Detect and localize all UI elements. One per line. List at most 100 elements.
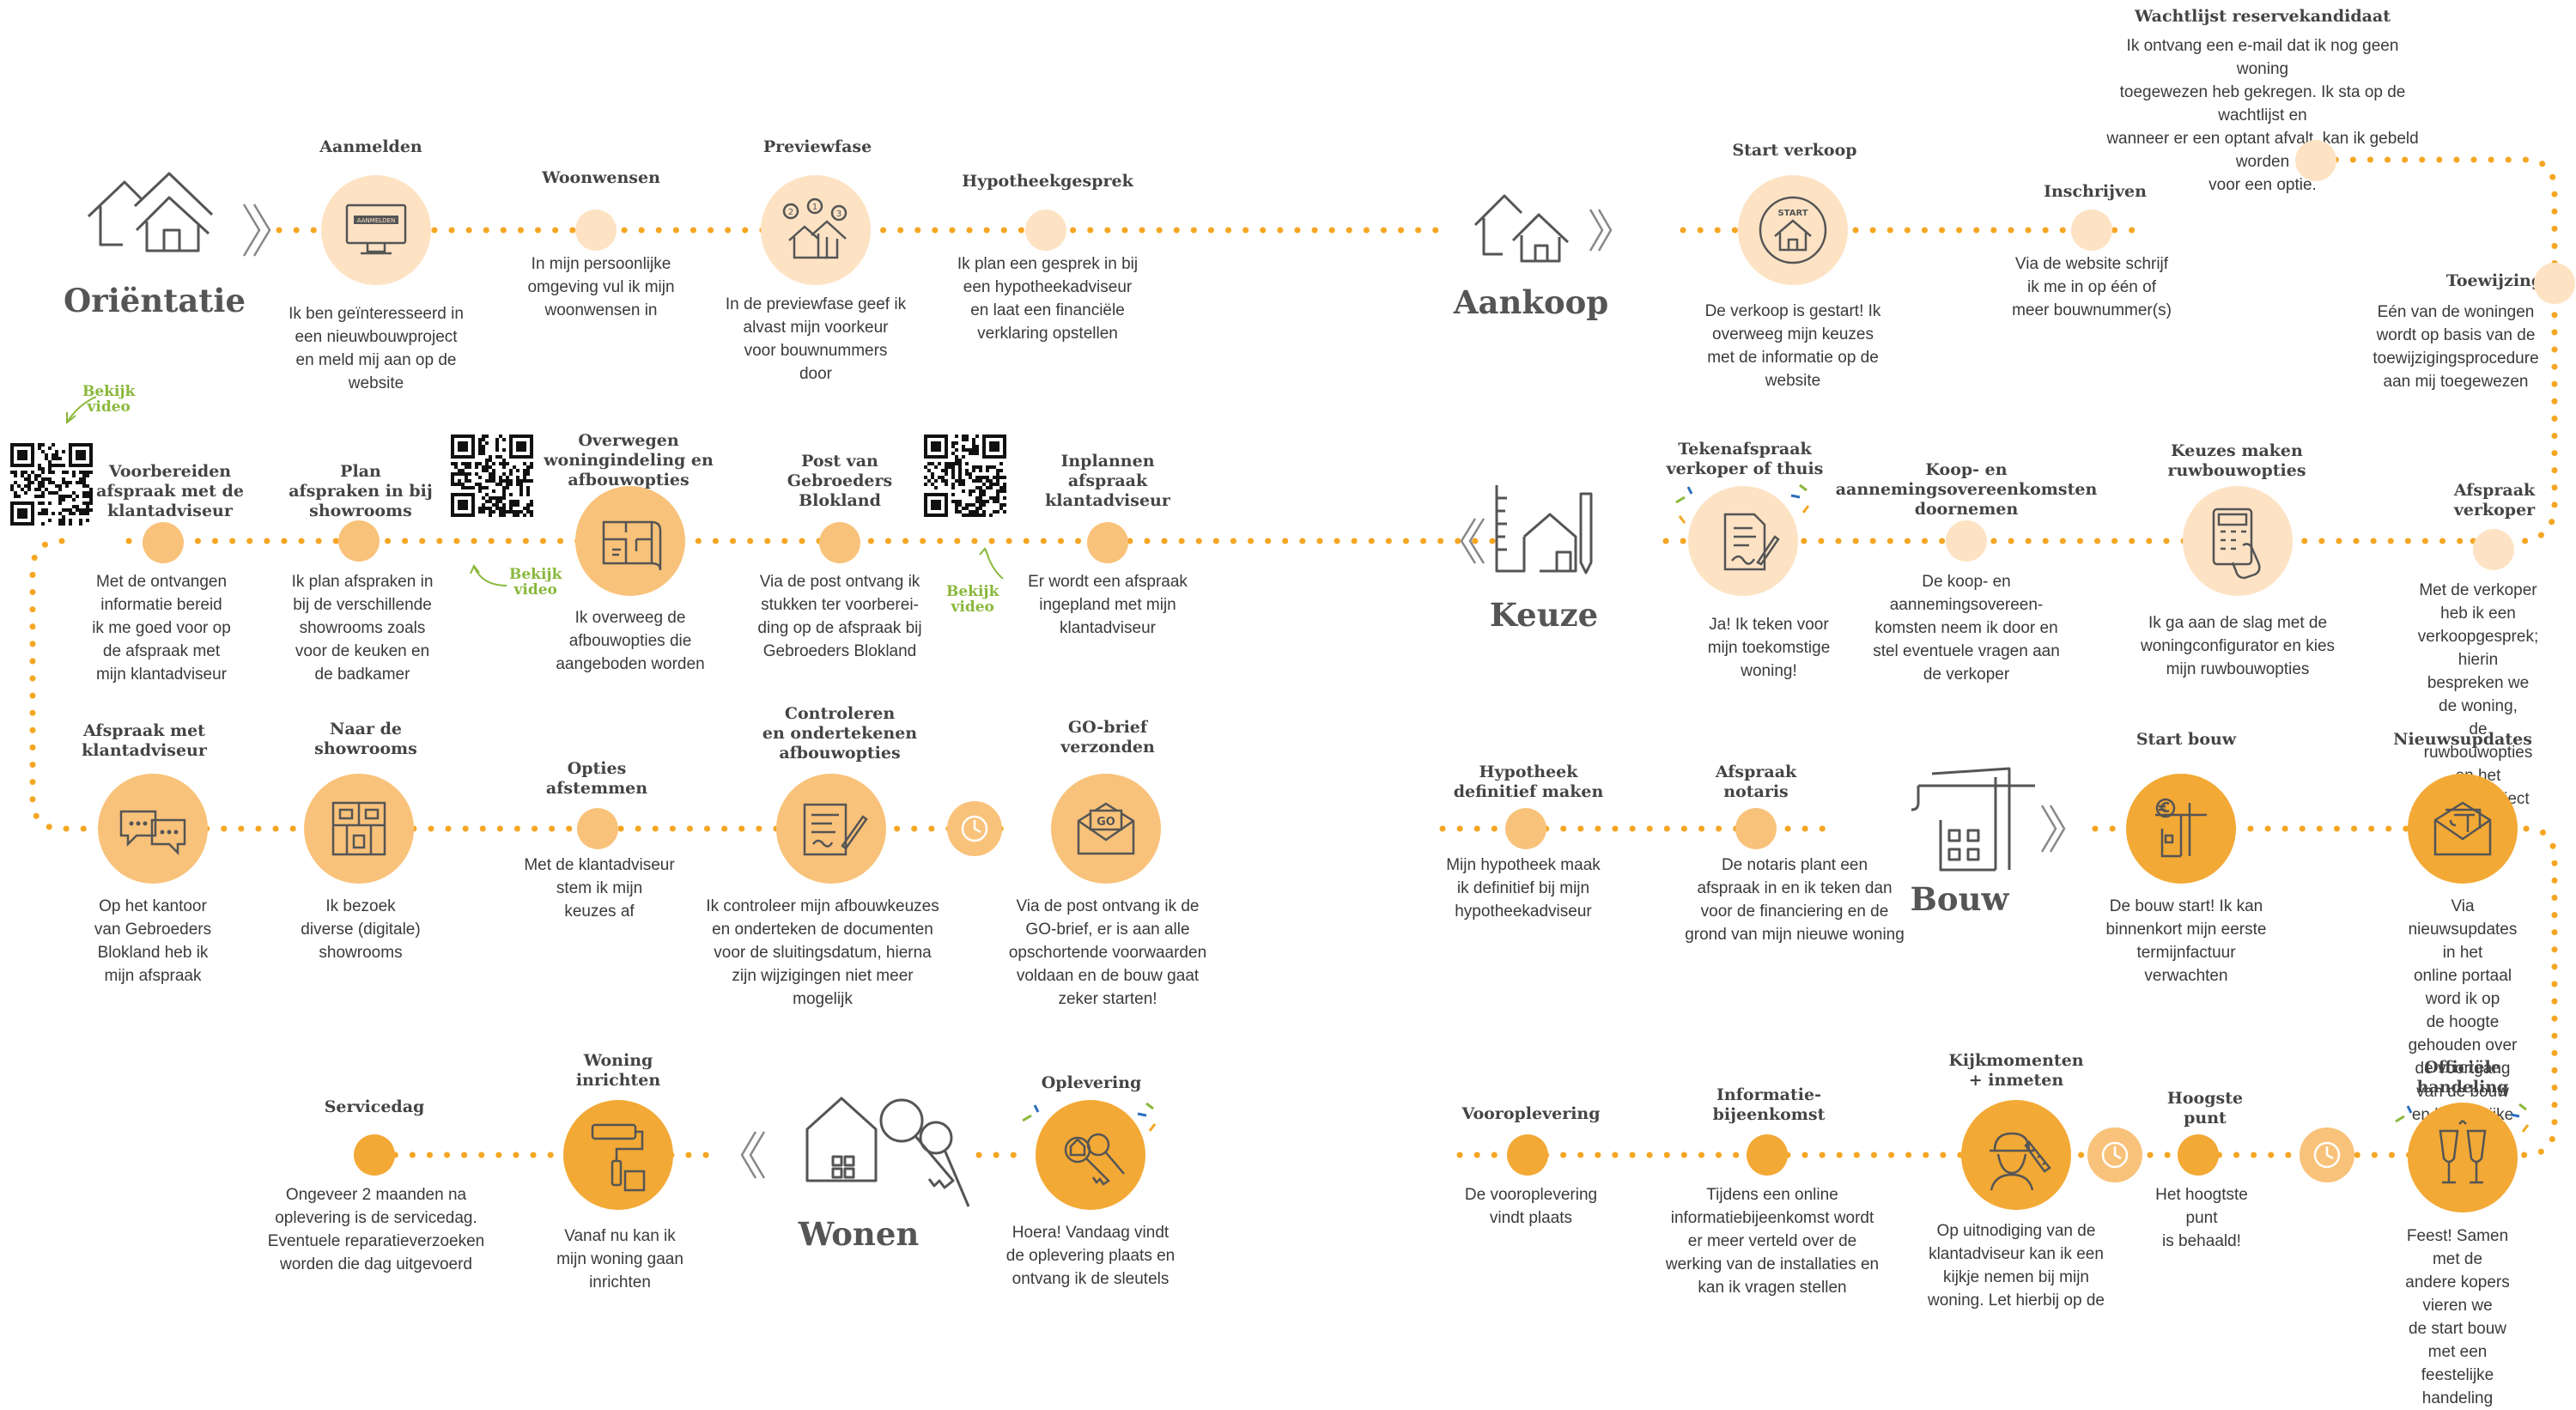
kitchen-layout-icon bbox=[331, 801, 386, 856]
step-informatie-node[interactable] bbox=[1747, 1134, 1788, 1176]
step-notaris-node[interactable] bbox=[1735, 808, 1777, 849]
video-link-2[interactable]: Bekijk video bbox=[509, 566, 562, 599]
qr-code-3[interactable] bbox=[924, 435, 1006, 517]
step-naardeshowrooms-title: Naar de showrooms bbox=[314, 720, 417, 758]
houses-ranking-icon: 213 bbox=[782, 198, 848, 259]
keuze-architecture-icon bbox=[1490, 477, 1601, 584]
step-inplannen-node[interactable] bbox=[1087, 522, 1128, 563]
step-afspraakverkoper-text: Met de verkoper heb ik een verkoopgespre… bbox=[2417, 581, 2539, 808]
step-hypotheekdef-title: Hypotheek definitief maken bbox=[1453, 763, 1604, 801]
step-previewfase-title: Previewfase bbox=[762, 137, 872, 156]
step-vooroplevering-text: De vooroplevering vindt plaats bbox=[1464, 1186, 1598, 1227]
step-kijkmomenten-node[interactable] bbox=[1961, 1100, 2071, 1210]
step-inrichten-node[interactable] bbox=[563, 1100, 673, 1210]
step-postvan-node[interactable] bbox=[819, 522, 860, 563]
step-servicedag-node[interactable] bbox=[354, 1134, 395, 1176]
qr-code-2[interactable] bbox=[451, 435, 533, 517]
envelope-go-icon: GO bbox=[1077, 802, 1135, 855]
step-afspraakklant-title: Afspraak met klantadviseur bbox=[82, 721, 207, 760]
hourglass-timer-2 bbox=[2300, 1127, 2354, 1182]
step-hypotheekdef-text: Mijn hypotheek maak ik definitief bij mi… bbox=[1446, 856, 1601, 921]
step-hoogste-node[interactable] bbox=[2178, 1134, 2219, 1176]
start-label: START bbox=[1777, 209, 1807, 218]
worker-measuring-icon bbox=[1990, 1132, 2051, 1191]
signing-document-icon bbox=[1723, 513, 1780, 571]
step-controleren-text: Ik controleer mijn afbouwkeuzes en onder… bbox=[706, 897, 939, 1008]
step-wachtlijst-text: Ik ontvang een e-mail dat ik nog geen wo… bbox=[2106, 37, 2419, 194]
step-officiele-text: Feest! Samen met de andere kopers vieren… bbox=[2405, 1227, 2510, 1407]
step-toewijzing-title: Toewijzing bbox=[2445, 271, 2543, 290]
step-afspraakklant-node[interactable] bbox=[98, 774, 208, 884]
step-hypotheekgesprek-node[interactable] bbox=[1025, 210, 1066, 251]
step-vooroplevering-node[interactable] bbox=[1507, 1134, 1548, 1176]
step-gobrief-node[interactable]: GO bbox=[1051, 774, 1161, 884]
floorplan-icon bbox=[602, 520, 662, 571]
keys-celebration-icon bbox=[1064, 1133, 1125, 1186]
step-overwegen-text: Ik overweeg de afbouwopties die aangebod… bbox=[556, 609, 705, 673]
step-tekenafspraak-node[interactable] bbox=[1688, 486, 1798, 596]
qr-code-1[interactable] bbox=[10, 443, 93, 526]
step-postvan-title: Post van Gebroeders Blokland bbox=[787, 452, 893, 510]
bouw-crane-icon bbox=[1906, 751, 2044, 876]
step-tekenafspraak-title: Tekenafspraak verkoper of thuis bbox=[1666, 440, 1824, 478]
step-hypotheekgesprek-text: Ik plan een gesprek in bij een hypotheek… bbox=[957, 255, 1139, 343]
step-opties-node[interactable] bbox=[577, 808, 618, 849]
step-controleren-node[interactable] bbox=[776, 774, 886, 884]
euro-construction-icon bbox=[2155, 798, 2207, 858]
step-afspraakverkoper-node[interactable] bbox=[2473, 529, 2514, 570]
step-oplevering-node[interactable] bbox=[1036, 1100, 1145, 1210]
phase-wonen-label: Wonen bbox=[798, 1215, 920, 1253]
step-wachtlijst-node[interactable] bbox=[2295, 140, 2336, 181]
step-koopaanneming-title: Koop- en aannemingsovereenkomsten doorne… bbox=[1835, 460, 2098, 519]
step-inrichten-text: Vanaf nu kan ik mijn woning gaan inricht… bbox=[556, 1227, 683, 1291]
step-kijkmomenten-title: Kijkmomenten + inmeten bbox=[1948, 1051, 2084, 1090]
step-inschrijven-text: Via de website schrijf ik me in op één o… bbox=[2012, 255, 2172, 319]
orientatie-houses-icon bbox=[82, 155, 219, 262]
step-inschrijven-title: Inschrijven bbox=[2044, 182, 2147, 201]
step-afspraakklant-text: Op het kantoor van Gebroeders Blokland h… bbox=[94, 897, 212, 985]
step-nieuwsupdates-title: Nieuwsupdates bbox=[2393, 730, 2532, 749]
go-label: GO bbox=[1097, 816, 1115, 829]
step-naardeshowrooms-node[interactable] bbox=[304, 774, 414, 884]
step-controleren-title: Controleren en ondertekenen afbouwopties bbox=[762, 704, 918, 763]
step-nieuwsupdates-node[interactable] bbox=[2408, 774, 2518, 884]
step-woonwensen-node[interactable] bbox=[575, 210, 617, 251]
document-pen-icon bbox=[803, 803, 868, 856]
step-opties-title: Opties afstemmen bbox=[545, 759, 648, 798]
step-informatie-text: Tijdens een online informatiebijeenkomst… bbox=[1665, 1186, 1880, 1297]
start-house-icon: START bbox=[1759, 196, 1827, 264]
confetti-decoration-2 bbox=[1022, 1102, 1157, 1132]
step-toewijzing-node[interactable] bbox=[2534, 263, 2575, 304]
step-overwegen-node[interactable] bbox=[575, 486, 685, 596]
step-voorbereiden-title: Voorbereiden afspraak met de klantadvise… bbox=[96, 462, 244, 520]
step-servicedag-title: Servicedag bbox=[324, 1097, 425, 1116]
paint-roller-icon bbox=[591, 1123, 646, 1192]
step-startbouw-node[interactable] bbox=[2126, 774, 2236, 884]
step-planafspraken-node[interactable] bbox=[338, 520, 380, 562]
video-link-3[interactable]: Bekijk video bbox=[946, 583, 999, 616]
video-link-1[interactable]: Bekijk video bbox=[82, 383, 136, 416]
confetti-decoration-1 bbox=[1675, 483, 1810, 524]
chat-bubbles-icon bbox=[119, 810, 186, 856]
step-hypotheekdef-node[interactable] bbox=[1505, 808, 1546, 849]
hourglass-timer-3 bbox=[2087, 1127, 2142, 1182]
preview-rank-1: 1 bbox=[812, 203, 817, 212]
step-postvan-text: Via de post ontvang ik stukken ter voorb… bbox=[757, 573, 922, 660]
step-aanmelden-node[interactable]: AANMELDEN bbox=[321, 175, 431, 285]
step-startverkoop-title: Start verkoop bbox=[1732, 141, 1857, 160]
step-inplannen-text: Er wordt een afspraak ingepland met mijn… bbox=[1028, 573, 1188, 637]
step-keuzesruwbouw-node[interactable] bbox=[2183, 486, 2293, 596]
step-startverkoop-node[interactable]: START bbox=[1738, 175, 1848, 285]
step-voorbereiden-node[interactable] bbox=[143, 522, 184, 563]
hourglass-timer-1 bbox=[947, 801, 1002, 856]
step-koopaanneming-node[interactable] bbox=[1946, 520, 1987, 562]
step-notaris-text: De notaris plant een afspraak in en ik t… bbox=[1685, 856, 1905, 944]
phase-bouw-label: Bouw bbox=[1910, 880, 2009, 918]
step-gobrief-title: GO-brief verzonden bbox=[1060, 718, 1155, 757]
step-inschrijven-node[interactable] bbox=[2071, 210, 2112, 251]
step-opties-text: Met de klantadviseur stem ik mijn keuzes… bbox=[524, 856, 675, 921]
confetti-decoration-3 bbox=[2395, 1103, 2530, 1133]
step-officiele-node[interactable] bbox=[2408, 1103, 2518, 1212]
step-informatie-title: Informatie- bijeenkomst bbox=[1712, 1085, 1826, 1124]
